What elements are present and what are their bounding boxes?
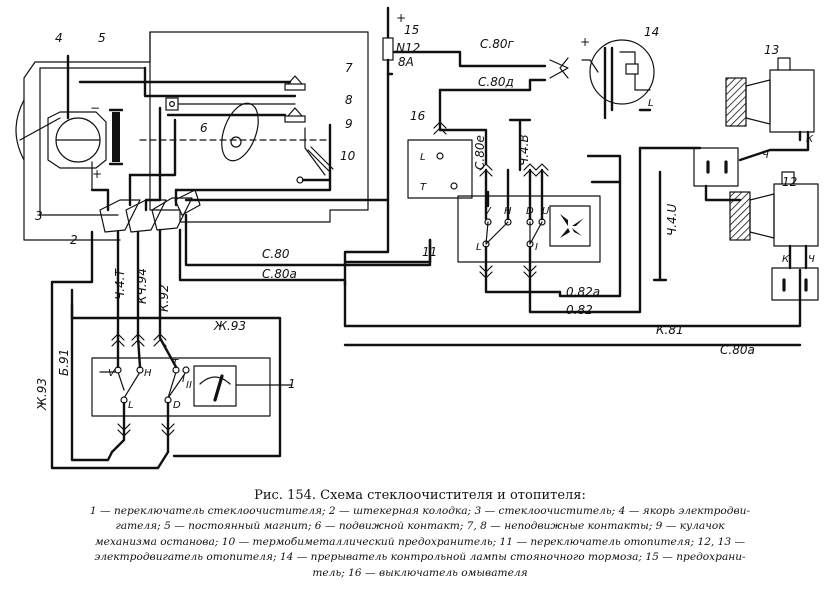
heater-wiring xyxy=(343,118,802,347)
sw1-pin-v: V xyxy=(108,368,116,379)
fixed-contacts xyxy=(284,75,306,123)
label-16: 16 xyxy=(410,109,426,123)
power-line xyxy=(184,6,547,287)
thermal-fuse xyxy=(296,127,334,184)
caption-line-1: 1 — переключатель стеклоочистителя; 2 — … xyxy=(89,505,751,517)
wire-s80a-bottom: С.80а xyxy=(720,343,755,357)
label-12: 12 xyxy=(782,175,797,189)
m13-pin-ch: Ч xyxy=(762,150,769,161)
terminal-labels: V H T L D I II V H D U L I L T К Ч Ч К L xyxy=(108,98,815,411)
connector-block xyxy=(99,189,201,233)
m12-pin-k: К xyxy=(782,254,790,265)
m13-pin-k: К xyxy=(806,134,814,145)
plus-sign-lamp: + xyxy=(580,35,590,49)
label-11: 11 xyxy=(422,245,437,259)
label-10: 10 xyxy=(340,149,356,163)
sw16-pin-t: T xyxy=(420,182,427,193)
sw1-pin-t: T xyxy=(172,358,179,369)
wire-082: 0.82 xyxy=(566,303,593,317)
polarity-signs: + + + − xyxy=(90,11,590,181)
fuse-current: 8А xyxy=(398,55,414,69)
sw16-pin-l: L xyxy=(420,152,426,163)
wire-s80e: С.80е xyxy=(473,135,487,170)
wire-ch44t: Ч.4.Т xyxy=(113,268,127,300)
motor-internal-wiring xyxy=(78,66,332,212)
wire-k92: К.92 xyxy=(157,284,171,312)
sw1-pin-l: L xyxy=(128,400,134,411)
wire-082a: 0,82а xyxy=(566,285,600,299)
sw11-pin-u: U xyxy=(542,206,550,217)
wire-labels: С.80 С.80а С.80а С.80г С.80д С.80е Ч.4.В… xyxy=(35,37,755,411)
wire-s80a-top: С.80а xyxy=(262,267,297,281)
washer-switch xyxy=(407,121,473,199)
sw11-pin-v: V xyxy=(484,206,492,217)
sw11-pin-l: L xyxy=(476,242,482,253)
label-7: 7 xyxy=(345,61,353,75)
label-5: 5 xyxy=(98,31,106,45)
lamp14-pin-l: L xyxy=(648,98,654,109)
component-number-labels: 1 2 3 4 5 6 7 8 9 10 11 12 13 14 15 16 xyxy=(35,23,797,391)
wire-zh93-left: Ж.93 xyxy=(35,378,49,411)
stop-cam xyxy=(139,102,331,162)
wire-k81: К.81 xyxy=(656,323,684,337)
figure-caption: Рис. 154. Схема стеклоочистителя и отопи… xyxy=(0,488,840,581)
sw1-pin-i: I xyxy=(182,374,185,385)
label-15: 15 xyxy=(404,23,419,37)
wire-kch94: КЧ.94 xyxy=(135,268,149,304)
sw11-pin-d: D xyxy=(526,206,534,217)
plus-sign-motor: + xyxy=(92,167,102,181)
m12-pin-ch: Ч xyxy=(808,254,815,265)
wire-ch44u: Ч.4.U xyxy=(665,204,679,236)
caption-line-5: тель; 16 — выключатель омывателя xyxy=(312,566,528,579)
caption-line-3: механизма останова; 10 — термобиметаллич… xyxy=(94,535,746,548)
sw11-pin-i: I xyxy=(535,242,538,253)
label-6: 6 xyxy=(200,121,208,135)
switch1-connectors xyxy=(111,333,175,437)
wire-s80g: С.80г xyxy=(480,37,514,51)
sw1-pin-h: H xyxy=(144,368,152,379)
label-13: 13 xyxy=(764,43,779,57)
wire-zh93-top: Ж.93 xyxy=(213,319,246,333)
sw11-pin-h: H xyxy=(504,206,512,217)
plus-sign-fuse: + xyxy=(396,11,406,25)
permanent-magnet xyxy=(108,108,124,166)
heater-motor-13 xyxy=(693,57,815,187)
wire-s80d: С.80д xyxy=(478,75,514,89)
caption-line-2: гателя; 5 — постоянный магнит; 6 — подви… xyxy=(115,520,725,533)
minus-sign-motor: − xyxy=(90,101,100,115)
fuse-rating: N12 xyxy=(396,41,420,55)
caption-title: Рис. 154. Схема стеклоочистителя и отопи… xyxy=(254,488,586,503)
label-4: 4 xyxy=(55,31,63,45)
label-8: 8 xyxy=(345,93,353,107)
parking-brake-interrupter xyxy=(549,39,655,120)
label-9: 9 xyxy=(345,117,353,131)
wire-s80: С.80 xyxy=(262,247,290,261)
label-14: 14 xyxy=(644,25,659,39)
label-2: 2 xyxy=(70,233,78,247)
label-1: 1 xyxy=(288,377,296,391)
wire-b91: Б.91 xyxy=(57,349,71,376)
motor-armature xyxy=(47,54,107,191)
sw1-pin-d: D xyxy=(173,400,181,411)
wiper-switch xyxy=(91,336,293,454)
heater-motor-12 xyxy=(704,171,819,301)
wiper-motor-housing xyxy=(15,31,369,241)
fuse-labels: N12 8А xyxy=(396,41,420,69)
wire-ch44v: Ч.4.В xyxy=(517,134,531,166)
moving-contact xyxy=(165,97,296,111)
sw1-pin-ii: II xyxy=(186,380,192,391)
heater-switch xyxy=(457,146,642,314)
caption-line-4: электродвигатель отопителя; 14 — прерыва… xyxy=(94,551,746,564)
label-3: 3 xyxy=(35,209,43,223)
